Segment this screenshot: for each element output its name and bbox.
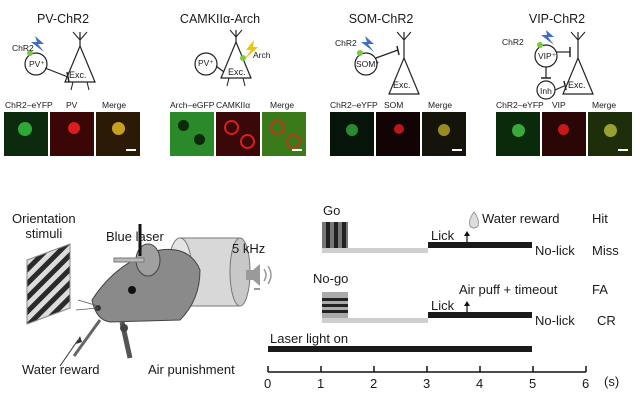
time-tick-label: 3 (423, 376, 431, 391)
camkii-opsin-label: Arch (253, 50, 271, 60)
som-exc-label: Exc. (393, 80, 411, 90)
som-opsin-label: ChR2 (335, 38, 357, 48)
time-tick-label: 4 (476, 376, 484, 391)
hit-label: Hit (592, 211, 608, 226)
vip-opsin-label: ChR2 (502, 37, 524, 47)
pv-exc-label: Exc. (69, 70, 87, 80)
camkii-image-merge (262, 112, 306, 156)
go-stim-bar (322, 248, 428, 253)
fa-label: FA (592, 282, 608, 297)
camkii-ch2-label: CAMKIIα (216, 100, 251, 110)
time-tick-label: 1 (317, 376, 325, 391)
pv-image-green (4, 112, 48, 156)
som-ch2-label: SOM (384, 100, 404, 110)
vip-ch3-label: Merge (592, 100, 617, 110)
vip-inh-label: Inh (540, 86, 552, 96)
camkii-circuit-diagram (194, 29, 258, 87)
camkii-ch1-label: Arch–eGFP (170, 100, 215, 110)
time-unit-label: (s) (604, 374, 620, 389)
panel-title-pv: PV-ChR2 (36, 12, 90, 26)
miss-label: Miss (592, 243, 619, 258)
orientation-stimuli-label: Orientation stimuli (12, 211, 76, 241)
go-stimulus-icon (322, 222, 348, 250)
camkii-image-green (170, 112, 214, 156)
camkii-image-red (216, 112, 260, 156)
pv-ch3-label: Merge (102, 100, 127, 110)
vip-image-merge (588, 112, 632, 156)
water-drop-icon (469, 211, 479, 229)
yellow-bolt-icon (244, 40, 258, 60)
vip-exc-label: Exc. (568, 80, 586, 90)
vip-image-red (542, 112, 586, 156)
nogo-response-window (428, 312, 532, 318)
vip-ch2-label: VIP (552, 100, 566, 110)
water-reward-label: Water reward (22, 362, 100, 377)
nogo-stim-bar (322, 318, 428, 323)
panel-title-vip: VIP-ChR2 (528, 12, 586, 26)
time-tick-label: 5 (529, 376, 537, 391)
vip-image-green (496, 112, 540, 156)
laser-on-bar (268, 346, 532, 352)
camkii-exc-label: Exc. (228, 67, 246, 77)
blue-laser-label: Blue laser (106, 229, 164, 244)
laser-on-label: Laser light on (270, 331, 349, 346)
camkii-ch3-label: Merge (270, 100, 295, 110)
air-puff-outcome-label: Air puff + timeout (459, 282, 558, 297)
vip-ch1-label: ChR2–eYFP (496, 100, 544, 110)
nogo-lick-label: Lick (431, 298, 455, 313)
som-image-red (376, 112, 420, 156)
go-label: Go (323, 203, 341, 218)
pv-image-merge (96, 112, 140, 156)
som-ch3-label: Merge (428, 100, 453, 110)
pv-ch2-label: PV (66, 100, 78, 110)
go-response-window (428, 242, 532, 248)
trial-timeline (267, 211, 587, 373)
blue-bolt-icon (361, 36, 374, 52)
vip-circuit-diagram (534, 30, 594, 100)
pv-opsin-label: ChR2 (12, 43, 34, 53)
time-tick-label: 2 (370, 376, 378, 391)
camkii-cell-label: PV⁺ (198, 58, 214, 68)
time-tick-label: 0 (264, 376, 272, 391)
som-image-green (330, 112, 374, 156)
nogo-nolick-label: No-lick (535, 313, 575, 328)
mouse-eye (128, 286, 136, 294)
panel-title-som: SOM-ChR2 (348, 12, 414, 26)
panel-title-camkii: CAMKIIα-Arch (179, 12, 261, 26)
go-nolick-label: No-lick (535, 243, 575, 258)
water-reward-outcome-label: Water reward (482, 211, 560, 226)
time-tick-label: 6 (582, 376, 590, 391)
som-cell-label: SOM⁺ (356, 59, 380, 69)
som-circuit-diagram (354, 31, 420, 95)
go-lick-label: Lick (431, 228, 455, 243)
vip-cell-label: VIP⁺ (538, 51, 557, 61)
nogo-label: No-go (313, 271, 349, 286)
pv-circuit-diagram (24, 31, 96, 91)
grating-stimulus (26, 243, 71, 325)
sound-frequency-label: 5 kHz (232, 241, 266, 256)
nogo-stimulus-icon (322, 292, 348, 318)
som-ch1-label: ChR2–eYFP (330, 100, 378, 110)
air-punishment-label: Air punishment (148, 362, 235, 377)
speaker-icon (246, 264, 272, 290)
pv-cell-label: PV⁺ (29, 59, 45, 69)
mouse-setup-illustration (26, 224, 251, 367)
som-image-merge (422, 112, 466, 156)
pv-image-red (50, 112, 94, 156)
pv-ch1-label: ChR2–eYFP (5, 100, 53, 110)
blue-bolt-icon (541, 30, 554, 45)
blue-bolt-icon (31, 36, 44, 52)
cr-label: CR (597, 313, 616, 328)
